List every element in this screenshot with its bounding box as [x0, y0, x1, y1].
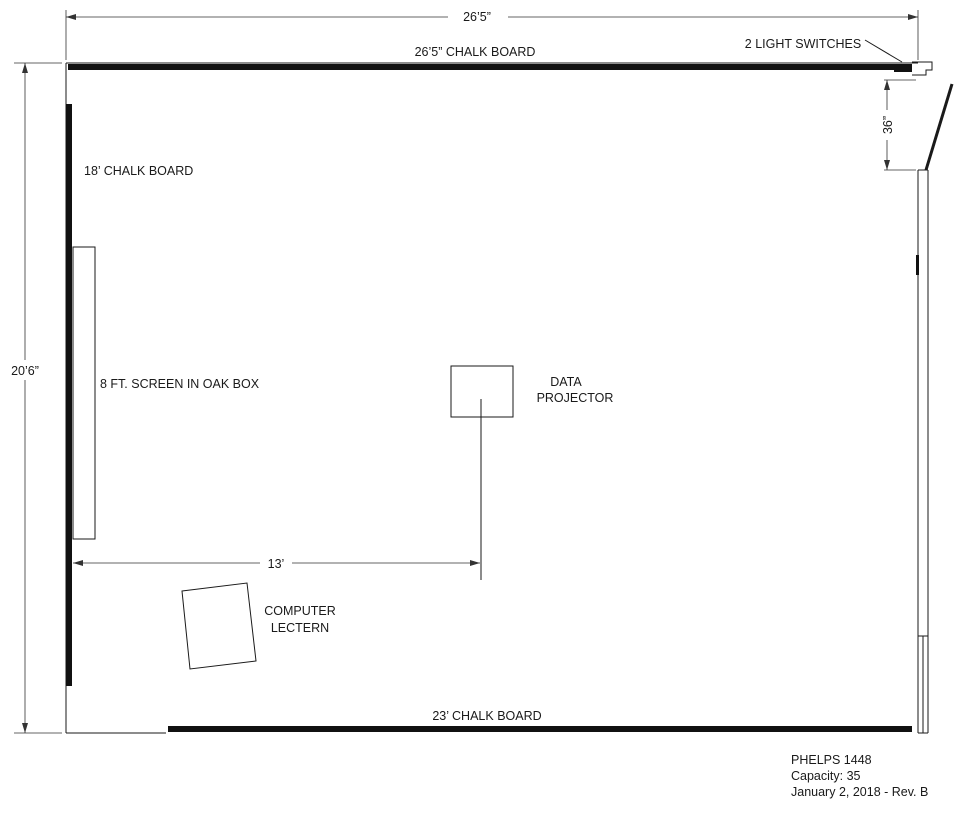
computer-lectern	[181, 582, 257, 670]
projection-screen-box	[72, 246, 96, 540]
depth-dimension-label: 20’6”	[11, 364, 39, 378]
width-dimension	[65, 10, 919, 60]
data-projector	[450, 365, 514, 418]
lectern-label-line1: COMPUTER	[264, 604, 336, 618]
revision-date: January 2, 2018 - Rev. B	[791, 785, 929, 799]
room-capacity: Capacity: 35	[791, 769, 861, 783]
depth-dimension	[6, 62, 62, 734]
projector-label-line1: DATA	[550, 375, 582, 389]
left-chalk-board	[66, 104, 72, 686]
projector-distance-dimension	[73, 556, 480, 570]
bottom-chalk-board-label: 23’ CHALK BOARD	[432, 709, 541, 723]
top-chalk-board-label: 26’5” CHALK BOARD	[415, 45, 536, 59]
lectern-label-line2: LECTERN	[271, 621, 329, 635]
bottom-chalk-board	[168, 726, 912, 732]
projector-distance-label: 13’	[268, 557, 285, 571]
door-leaf	[924, 83, 954, 171]
projector-label-line2: PROJECTOR	[537, 391, 614, 405]
light-switches	[864, 39, 933, 76]
room-info-block: PHELPS 1448 Capacity: 35 January 2, 2018…	[791, 752, 971, 800]
door-offset-label: 36”	[881, 116, 895, 134]
right-wall	[916, 169, 929, 734]
room-name: PHELPS 1448	[791, 753, 872, 767]
projection-screen-label: 8 FT. SCREEN IN OAK BOX	[100, 377, 260, 391]
top-chalk-board	[68, 64, 910, 70]
left-chalk-board-label: 18’ CHALK BOARD	[84, 164, 193, 178]
door-offset-dimension	[880, 79, 916, 171]
width-dimension-label: 26’5”	[463, 10, 491, 24]
light-switches-label: 2 LIGHT SWITCHES	[745, 37, 861, 51]
